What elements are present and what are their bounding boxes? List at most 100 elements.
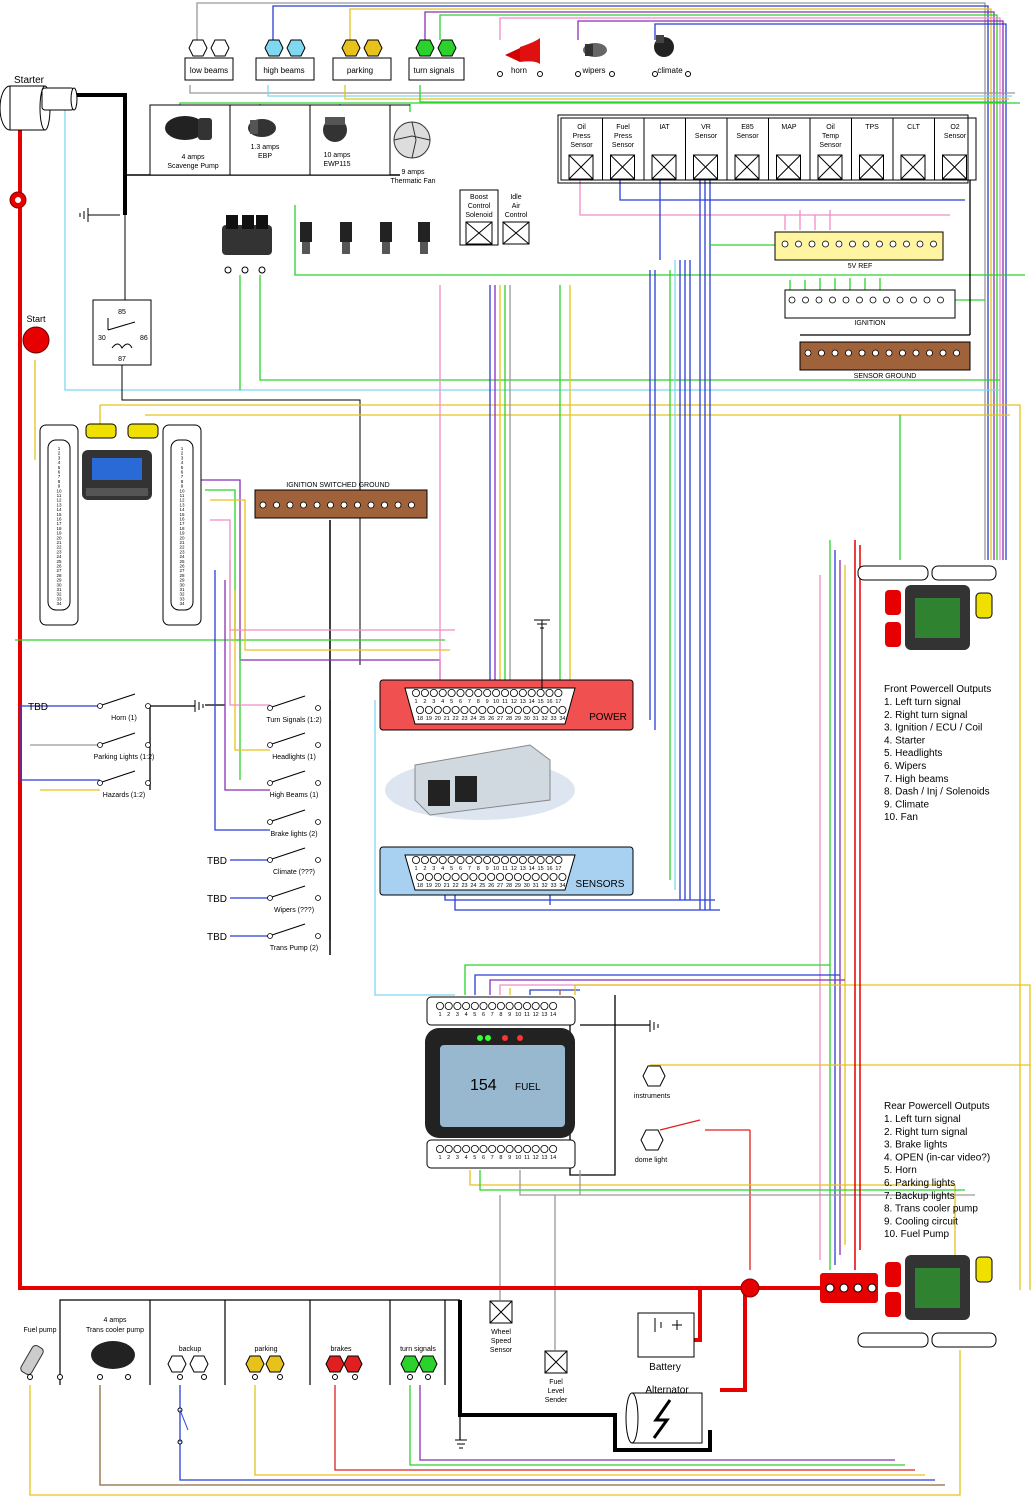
connector-pin [531,1002,540,1011]
pin-number: 12 [56,498,62,503]
pin-number: 1 [438,1012,441,1018]
pin-number: 32 [56,592,62,597]
ground-symbol-top [79,208,120,222]
connector-pin [424,873,433,882]
toggle-switch[interactable]: Brake lights (2) [267,809,321,838]
bus-pin [869,296,877,304]
pin-number: 1 [181,446,184,451]
parking-label: parking [347,66,373,75]
pin-number: 8 [477,866,480,872]
toggle-switch[interactable]: Hazards (1:2) [97,770,151,799]
pin-number: 33 [179,596,185,601]
pin-number: 5 [450,699,453,705]
connector-pin [523,1145,532,1154]
pin-number: 24 [470,883,476,889]
rear-connector-dots [27,1374,431,1445]
horn-icon [505,38,540,64]
start-button[interactable] [22,326,50,354]
pin-number: 20 [179,535,185,540]
idle-label-1: Idle [510,194,521,201]
ground-symbol-dash [649,1020,659,1032]
pin-number: 27 [56,568,62,573]
toggle-switch[interactable]: Trans Pump (2)TBD [207,923,321,952]
bus-pin [872,349,879,357]
pin-number: 29 [56,578,62,583]
bus-pin [858,349,866,357]
pin-number: 26 [488,716,494,722]
pin-number: 32 [179,592,185,597]
toggle-switch[interactable]: Horn (1)TBD [28,693,151,722]
toggle-switch[interactable]: Wipers (???)TBD [207,885,321,914]
tbd-label: TBD [207,856,227,867]
pin-number: 28 [506,883,512,889]
legend-item: 8. Trans cooler pump [884,1204,978,1215]
ecu-module-icon [82,450,152,500]
backup-bulbs [167,1355,209,1373]
bus-pin [259,501,267,509]
connector-pin [462,1002,471,1011]
parking-rear-bulbs [245,1355,285,1373]
pin-number: 11 [524,1012,530,1018]
ecu-connector-left: 1234567891011121314151617181920212223242… [39,424,79,626]
ref5v-label: 5V REF [848,263,873,270]
pin-number: 31 [179,587,185,592]
turn-signals-bulbs [408,39,465,81]
connector-pin [554,856,563,865]
toggle-switch[interactable]: High Beams (1) [267,770,321,799]
pin-number: 18 [179,526,185,531]
pin-number: 3 [58,455,61,460]
pin-number: 23 [461,883,467,889]
bus-pin [831,349,839,357]
toggle-switch[interactable]: Parking Lights (1:2) [94,732,155,761]
connector-pin [488,1002,497,1011]
pin-number: 21 [444,883,450,889]
bus-pin [367,501,375,509]
toggle-switch[interactable]: Turn Signals (1:2) [266,695,322,724]
connector-pin [514,1002,523,1011]
boost-label-3: Solenoid [465,212,492,219]
connector-pin [453,1145,462,1154]
connector-pin [545,856,554,865]
pin-number: 20 [435,883,441,889]
fuel-level-sender: Fuel Level Sender [544,1350,568,1404]
pin-number: 34 [179,601,185,606]
pin-number: 13 [56,502,62,507]
connector-pin [488,1145,497,1154]
connector-pin [505,1002,514,1011]
sensor-ground-bus: SENSOR GROUND [799,341,971,380]
front-powercell [857,565,997,650]
thermatic-fan-icon [393,121,431,159]
pin-number: 6 [58,470,61,475]
pin-number: 28 [56,573,62,578]
legend-item: 3. Brake lights [884,1140,947,1151]
sensor-label: CLT [907,124,920,131]
pin-number: 2 [447,1155,450,1161]
pin-number: 18 [417,716,423,722]
connector-pin [456,856,465,865]
rear-powercell [820,1255,997,1348]
brakes-label: brakes [330,1346,352,1353]
toggle-switch[interactable]: Climate (???)TBD [207,847,321,876]
connector-pin [513,873,522,882]
connector-pin [540,706,549,715]
toggle-switch[interactable]: Headlights (1) [267,732,321,761]
connector-pin [536,856,545,865]
switch-label: Brake lights (2) [270,831,317,838]
connector-pin [504,706,513,715]
sensor-label: Sensor [695,133,718,140]
power-label: POWER [589,712,627,723]
pin-number: 24 [470,716,476,722]
bus-pin [804,349,812,357]
pin-number: 9 [486,699,489,705]
tbd-label: TBD [28,702,48,713]
fuel-pump-label: Fuel pump [23,1327,56,1334]
scavenge-pump-label: Scavenge Pump [167,163,218,170]
pin-number: 9 [181,484,184,489]
connector-pin [433,706,442,715]
switch-label: Turn Signals (1:2) [266,717,321,724]
breaker-icon [740,1278,760,1298]
